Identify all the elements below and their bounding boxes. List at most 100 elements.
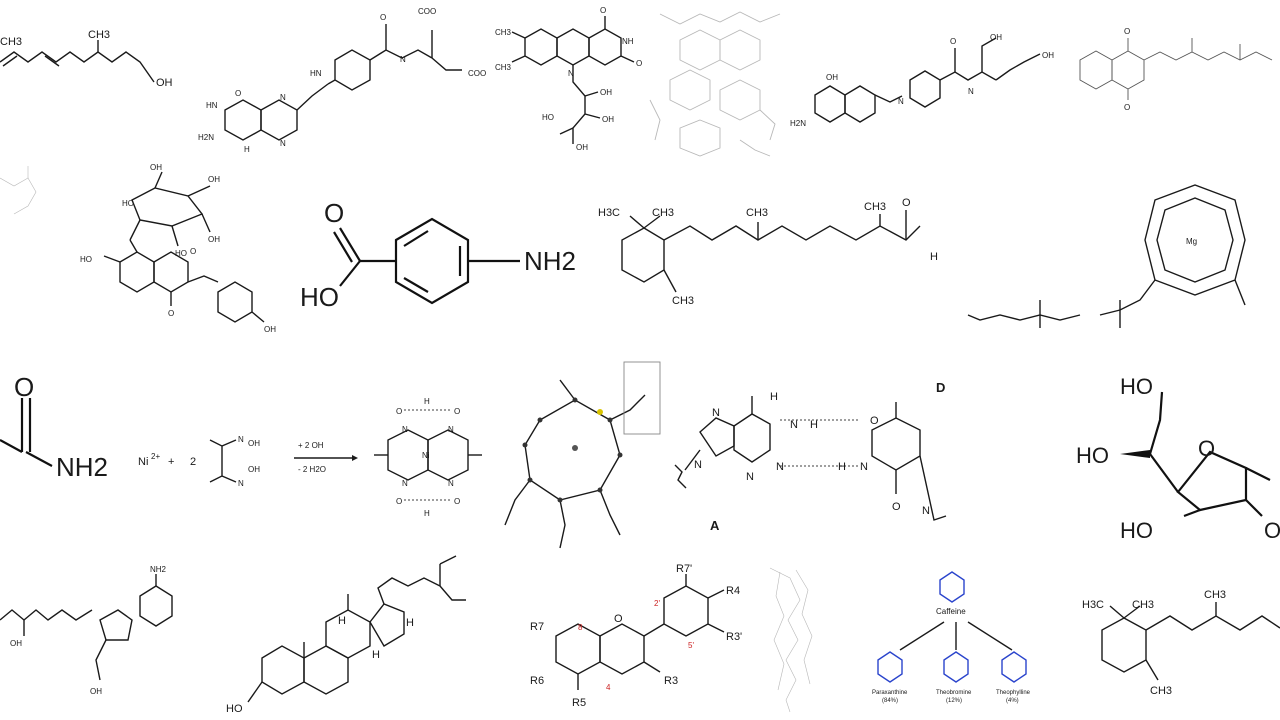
retinoid-h3c-label: H3C [1082,599,1104,611]
retinal-ch3-label: CH3 [672,295,694,307]
caffeine-title: Caffeine [936,607,966,616]
retinol-structure: CH3 CH3 OH [0,29,173,89]
nucleotide-oh-label: OH [10,639,22,648]
sterol-ho-label: HO [226,703,243,715]
amide-nh2-label: NH2 [56,452,108,482]
caffeine-metabolism-diagram: Caffeine Paraxanthine Theobromine Theoph… [872,571,1031,704]
ring-number: 8 [578,623,583,632]
ascorbic-ho-label: HO [1120,518,1153,543]
retinal-structure: H3C CH3 CH3 CH3 CH3 O H [598,197,938,307]
retinal-h3c-label: H3C [598,207,620,219]
nickel-oh-label: OH [248,465,260,474]
sterol-h-label: H [338,615,346,627]
folate-n-label: N [400,55,406,64]
folate-h-label: H [244,145,250,154]
riboflavin-n-label: N [568,69,574,78]
riboflavin-structure: CH3 CH3 O O NH N OH HO OH OH [495,6,642,152]
stigmasterol-structure: H H H HO [226,555,466,715]
nucleotide-oh-label: OH [90,687,102,696]
retinol-ch3-label: CH3 [88,29,110,41]
base-pair-o-label: O [892,501,901,513]
retinoid-ch3-label: CH3 [1150,685,1172,697]
puerarin-ho-label: HO [122,199,134,208]
chlorophyll-structure: Mg [967,184,1246,328]
complex-h-label: H [424,397,430,406]
complex-n-label: N [402,479,408,488]
riboflavin-oh-label: OH [576,143,588,152]
reaction-condition-bottom: - 2 H2O [298,465,326,474]
vitamin-k-o-label: O [1124,27,1130,36]
complex-ni-label: Ni [422,451,430,460]
riboflavin-oh-label: OH [600,88,612,97]
riboflavin-ho-label: HO [542,113,554,122]
retinoid-ch3-label: CH3 [1132,599,1154,611]
amide-o-label: O [14,372,34,402]
nickel-n-label: N [238,435,244,444]
riboflavin-ch3-label: CH3 [495,63,512,72]
metabolite-theophylline-pct: (4%) [1006,698,1019,704]
complex-n-label: N [448,425,454,434]
nickel-charge-label: 2+ [151,452,160,461]
complex-o-label: O [454,407,460,416]
metabolite-theophylline-label: Theophylline [996,690,1031,696]
anthocyanidin-r6-label: R6 [530,675,544,687]
retinol-ch3-label: CH3 [0,36,22,48]
riboflavin-nh-label: NH [622,37,634,46]
metabolite-theobromine-label: Theobromine [936,690,972,696]
puerarin-oh-label: OH [208,235,220,244]
retinoid-ch3-label: CH3 [1204,589,1226,601]
complex-n-label: N [448,479,454,488]
anthocyanidin-r3-label: R3 [664,675,678,687]
anthocyanidin-r7-label: R7 [530,621,544,633]
retinoid-ring-structure: H3C CH3 CH3 CH3 [1082,589,1280,697]
retinal-ch3-label: CH3 [864,201,886,213]
riboflavin-oh-label: OH [602,115,614,124]
complex-o-label: O [396,497,402,506]
puerarin-o-label: O [190,247,196,256]
base-pair-o-label: O [870,415,879,427]
folate-n-label: N [280,139,286,148]
chlorophyll-mg-label: Mg [1186,237,1197,246]
complex-o-label: O [396,407,402,416]
nickel-ion-label: Ni [138,456,148,468]
anthocyanidin-r3p-label: R3' [726,631,742,643]
anthocyanidin-o-label: O [614,613,623,625]
ascorbic-o-label: O [1198,436,1215,461]
ring-number: 5' [688,641,694,650]
folic-n-label: N [898,97,904,106]
nickel-plus-label: + [168,456,174,468]
complex-n-label: N [402,425,408,434]
reaction-condition-top: + 2 OH [298,441,324,450]
puerarin-structure: OH OH OH HO HO O O HO OH [80,163,276,334]
corrinoid-ball-stick [504,361,661,549]
folate-o-label: O [235,89,241,98]
nickel-n-label: N [238,479,244,488]
nickel-dmg-complex: O H O N N Ni N N O H O [374,397,482,518]
nucleotide-nh2-label: NH2 [150,565,167,574]
base-pair-n-label: N [776,461,784,473]
retinol-oh-label: OH [156,77,173,89]
folic-oh-label: OH [1042,51,1054,60]
protein-faint-structure [769,567,813,713]
metabolite-paraxanthine-pct: (84%) [882,698,898,704]
structure-label-d: D [936,380,945,395]
base-pair-n-label: N [790,419,798,431]
ring-number: 2' [654,599,660,608]
ascorbic-acid-structure: HO HO HO O O [1076,374,1280,543]
folic-oh-label: OH [990,33,1002,42]
side-chain-fragment [0,166,37,215]
base-pair-n-label: N [694,459,702,471]
folic-n-label: N [968,87,974,96]
anthocyanidin-r7p-label: R7' [676,563,692,575]
folic-acid-structure: OH O OH OH H2N N N [790,33,1054,128]
metabolite-theobromine-pct: (12%) [946,698,962,704]
nucleotide-structure: NH2 OH OH [0,565,173,696]
puerarin-oh-label: OH [208,175,220,184]
paba-o-label: O [324,198,344,228]
base-pair-h-label: H [838,461,846,473]
folate-n-label: N [280,93,286,102]
nickel-coefficient-label: 2 [190,456,196,468]
riboflavin-o-label: O [636,59,642,68]
paba-nh2-label: NH2 [524,246,576,276]
